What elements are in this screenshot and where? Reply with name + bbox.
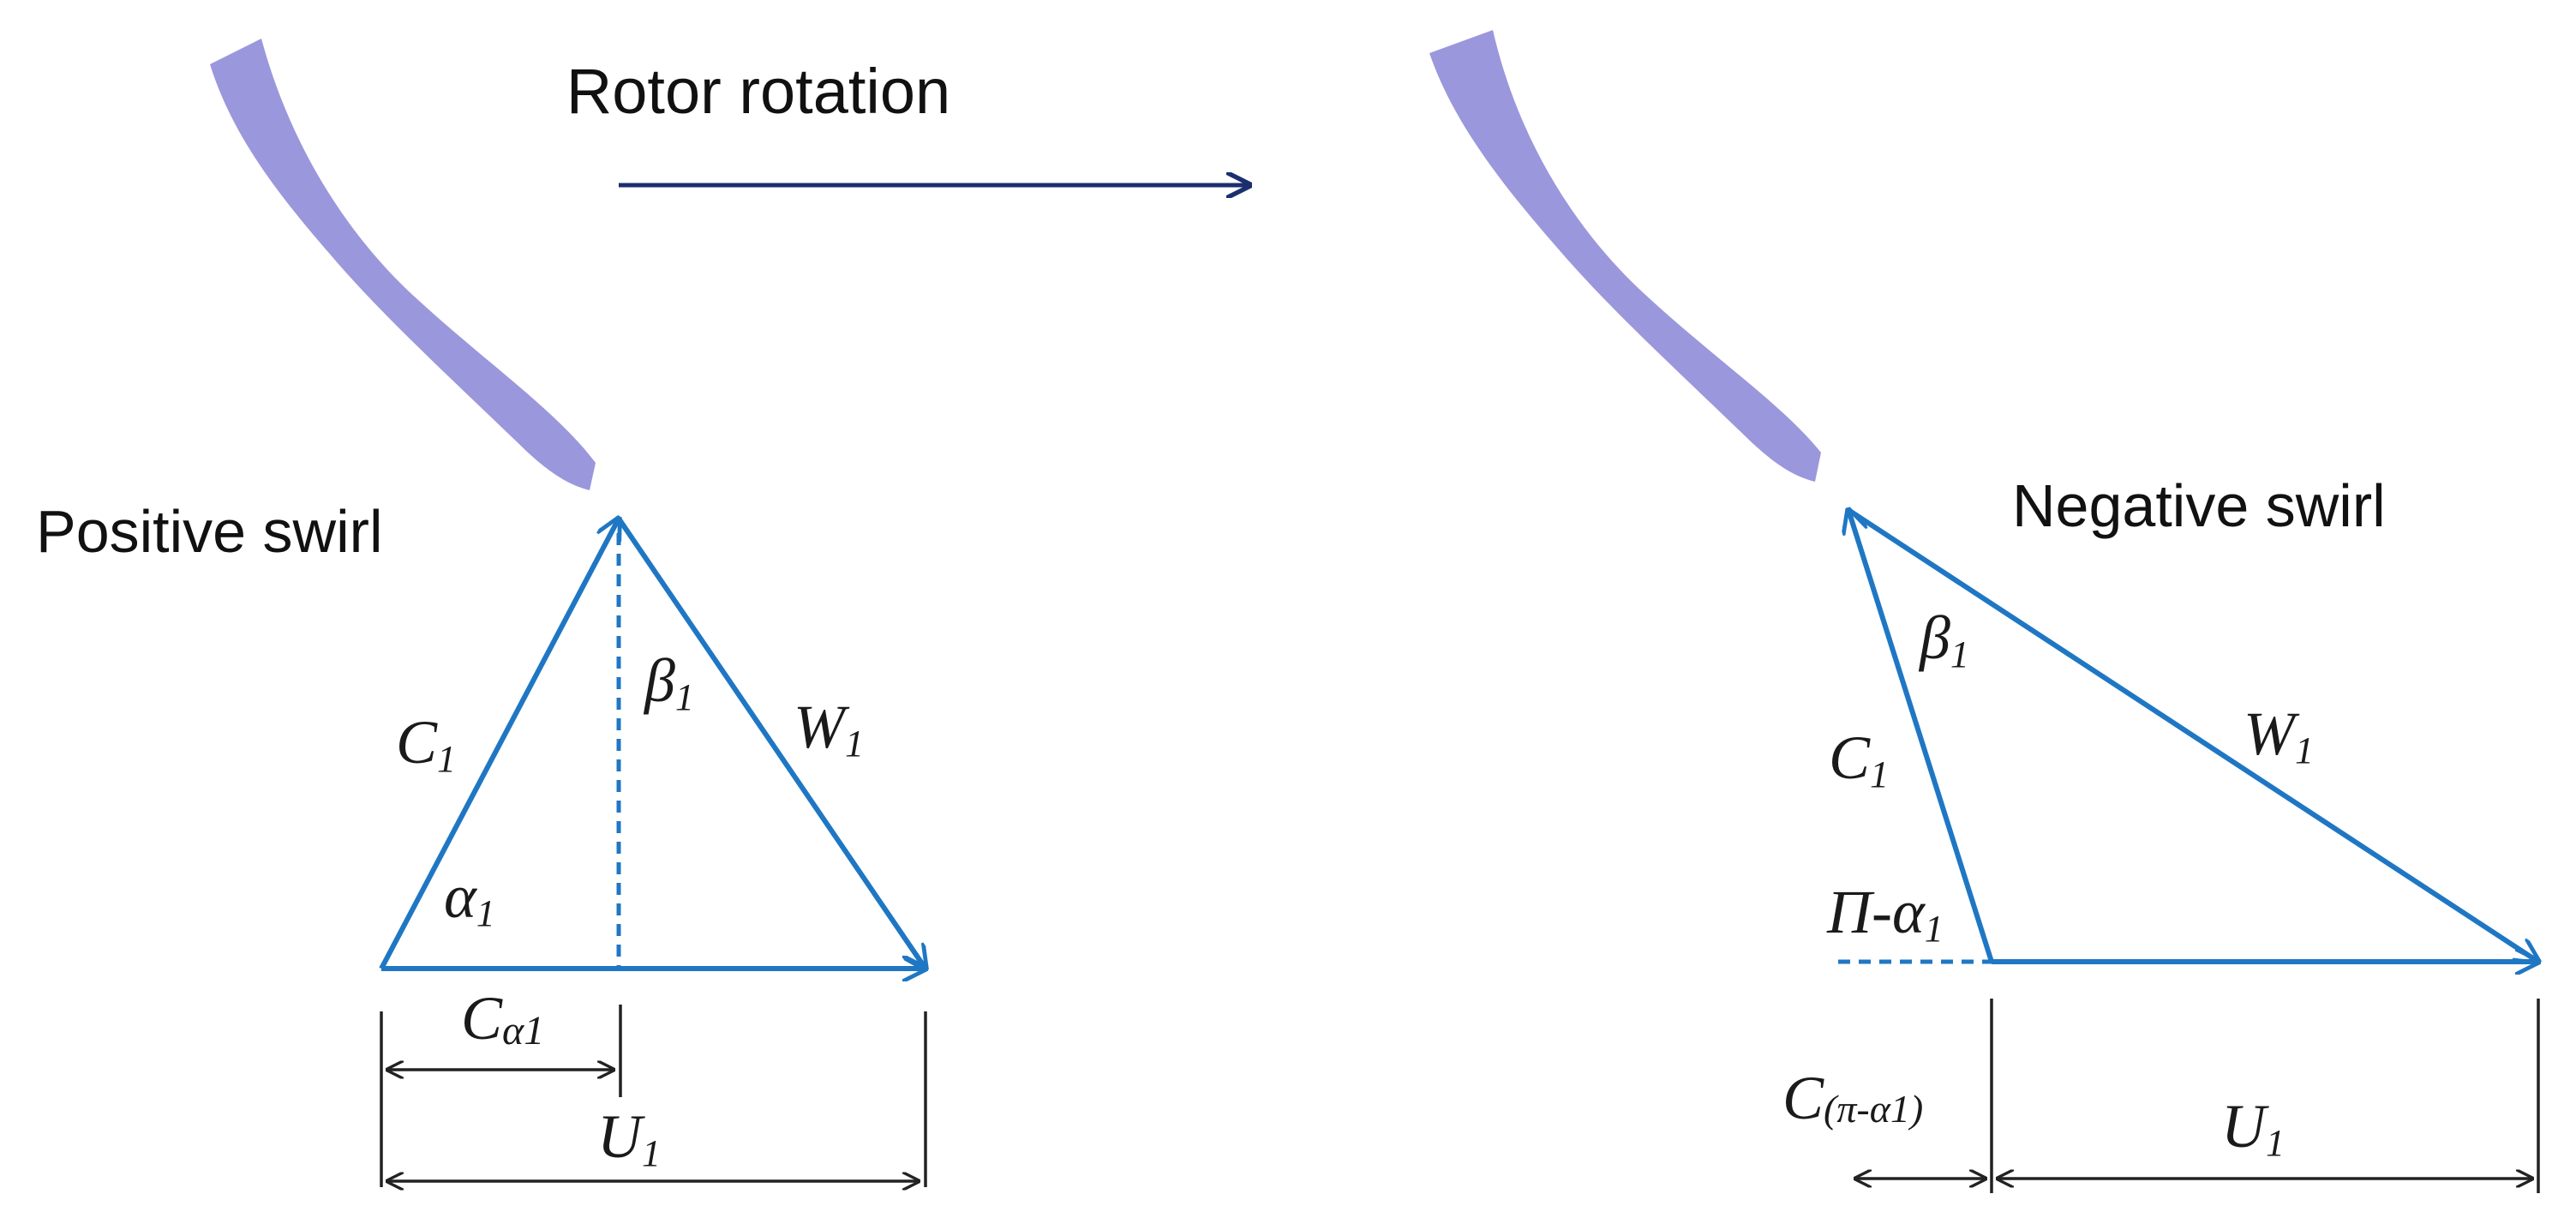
alpha1-label-left: α1 (444, 862, 495, 934)
c1-vector-right (1848, 510, 1994, 963)
c1-vector-left (379, 519, 619, 970)
blade-left (210, 39, 596, 490)
c1-label-left: C1 (396, 708, 456, 780)
pi-minus-alpha1-label: Π-α1 (1826, 878, 1944, 950)
c1-label-right: C1 (1829, 723, 1889, 795)
rotor-rotation-label: Rotor rotation (566, 56, 950, 127)
u1-label-left: U1 (597, 1102, 661, 1174)
w1-vector-right (1847, 507, 2538, 962)
cpi-label: C(π-α1) (1782, 1064, 1923, 1132)
w1-label-left: W1 (794, 693, 864, 765)
negative-swirl-panel: Negative swirl β1 C1 W1 Π-α1 C(π-α1) U1 (1429, 30, 2538, 1193)
blade-right (1429, 30, 1821, 482)
w1-vector-left (616, 517, 926, 969)
w1-label-right: W1 (2244, 699, 2314, 771)
positive-swirl-panel: Positive swirl C1 β1 W1 α1 Cα1 U1 (36, 39, 926, 1187)
beta1-label-left: β1 (643, 646, 694, 718)
negative-swirl-title: Negative swirl (2012, 472, 2386, 539)
calpha-label: Cα1 (461, 984, 544, 1053)
u1-label-right: U1 (2221, 1092, 2285, 1164)
positive-swirl-title: Positive swirl (36, 498, 383, 565)
beta1-label-right: β1 (1918, 603, 1969, 675)
